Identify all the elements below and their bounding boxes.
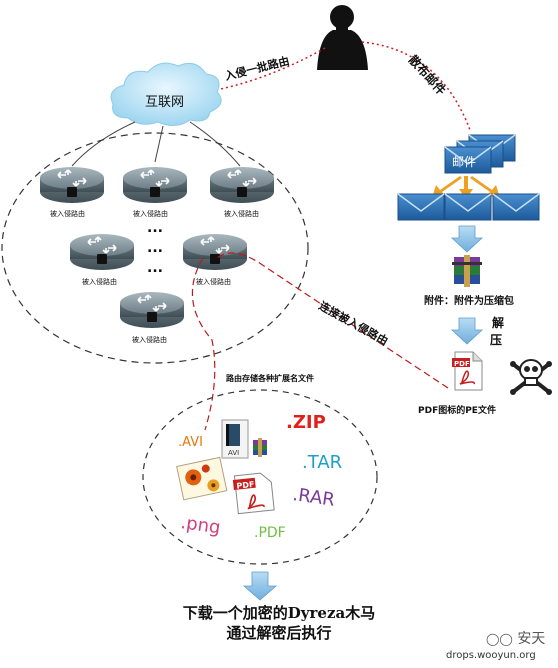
router-dots-2: ... (147, 240, 163, 256)
mail-label: 散布邮件 (406, 52, 449, 98)
envelope-3 (492, 193, 540, 221)
png-text: .png (179, 512, 222, 538)
attacker-icon (317, 5, 368, 70)
compromised-routers-group (1, 132, 309, 364)
svg-text:AVI: AVI (228, 449, 239, 457)
internet-cloud (110, 62, 222, 126)
router-5 (182, 233, 248, 271)
router-2 (122, 166, 188, 204)
archive-icon (452, 255, 482, 287)
wechat-icon: ◯◯ (486, 632, 513, 646)
tar-text: .TAR (302, 452, 342, 473)
router-label-5: 被入侵路由 (196, 277, 231, 286)
bottom-caption-line-2: 通过解密后执行 (226, 624, 332, 642)
bottom-caption-line-1: 下载一个加密的Dyreza木马 (182, 604, 376, 622)
mail-icon-label: 邮件 (452, 155, 476, 169)
envelope-1 (397, 193, 445, 221)
stored-files-group (142, 389, 378, 565)
connect-label: 连接被入侵路由 (317, 298, 391, 348)
avi-text: .AVI (178, 435, 203, 450)
svg-text:PDF: PDF (236, 480, 255, 491)
skull-crossbones-icon (510, 359, 552, 395)
pdf-label: PDF图标的PE文件 (418, 404, 496, 416)
router-1 (39, 166, 105, 204)
rar-text: .RAR (291, 484, 336, 511)
router-4 (69, 233, 135, 271)
watermark-name-text: 安天 (517, 631, 546, 647)
pdf-doc-icon: PDF (232, 472, 275, 515)
route-files-label: 路由存储各种扩展名文件 (226, 373, 314, 383)
cloud-links (71, 121, 241, 167)
router-label-4: 被入侵路由 (82, 277, 117, 286)
avi-video-icon: AVI (221, 419, 249, 459)
pdf-file-icon: PDF (452, 351, 483, 391)
attacker-label: 入侵一批路由 (223, 53, 290, 83)
router-label-6: 被入侵路由 (132, 335, 167, 344)
pdf-to-router-line (214, 252, 449, 389)
router-label-2: 被入侵路由 (133, 209, 168, 218)
attacker-to-mail-line (361, 41, 471, 131)
router-to-files-line (191, 257, 216, 431)
envelope-2 (444, 193, 492, 221)
svg-text:PDF: PDF (454, 360, 470, 368)
decompress-label-1: 解 (492, 315, 504, 330)
flowers-image-icon (176, 456, 228, 501)
router-dots-1: ... (147, 220, 163, 236)
zip-text: .ZIP (286, 412, 326, 433)
cloud-label: 互联网 (145, 95, 184, 110)
pdf-text: .PDF (254, 525, 286, 541)
down-arrow-1 (450, 225, 484, 253)
router-label-1: 被入侵路由 (50, 209, 85, 218)
router-3 (209, 166, 275, 204)
down-arrow-2 (450, 317, 484, 345)
router-label-3: 被入侵路由 (224, 209, 259, 218)
router-6 (119, 291, 185, 329)
watermark-site: drops.wooyun.org (446, 650, 536, 661)
router-dots-3: ... (147, 260, 163, 276)
rar-small-icon (253, 438, 267, 457)
watermark-name: ◯◯ 安天 (486, 628, 545, 648)
decompress-label-2: 压 (490, 333, 502, 347)
down-arrow-3 (242, 571, 278, 601)
attachment-label: 附件：附件为压缩包 (424, 294, 514, 307)
